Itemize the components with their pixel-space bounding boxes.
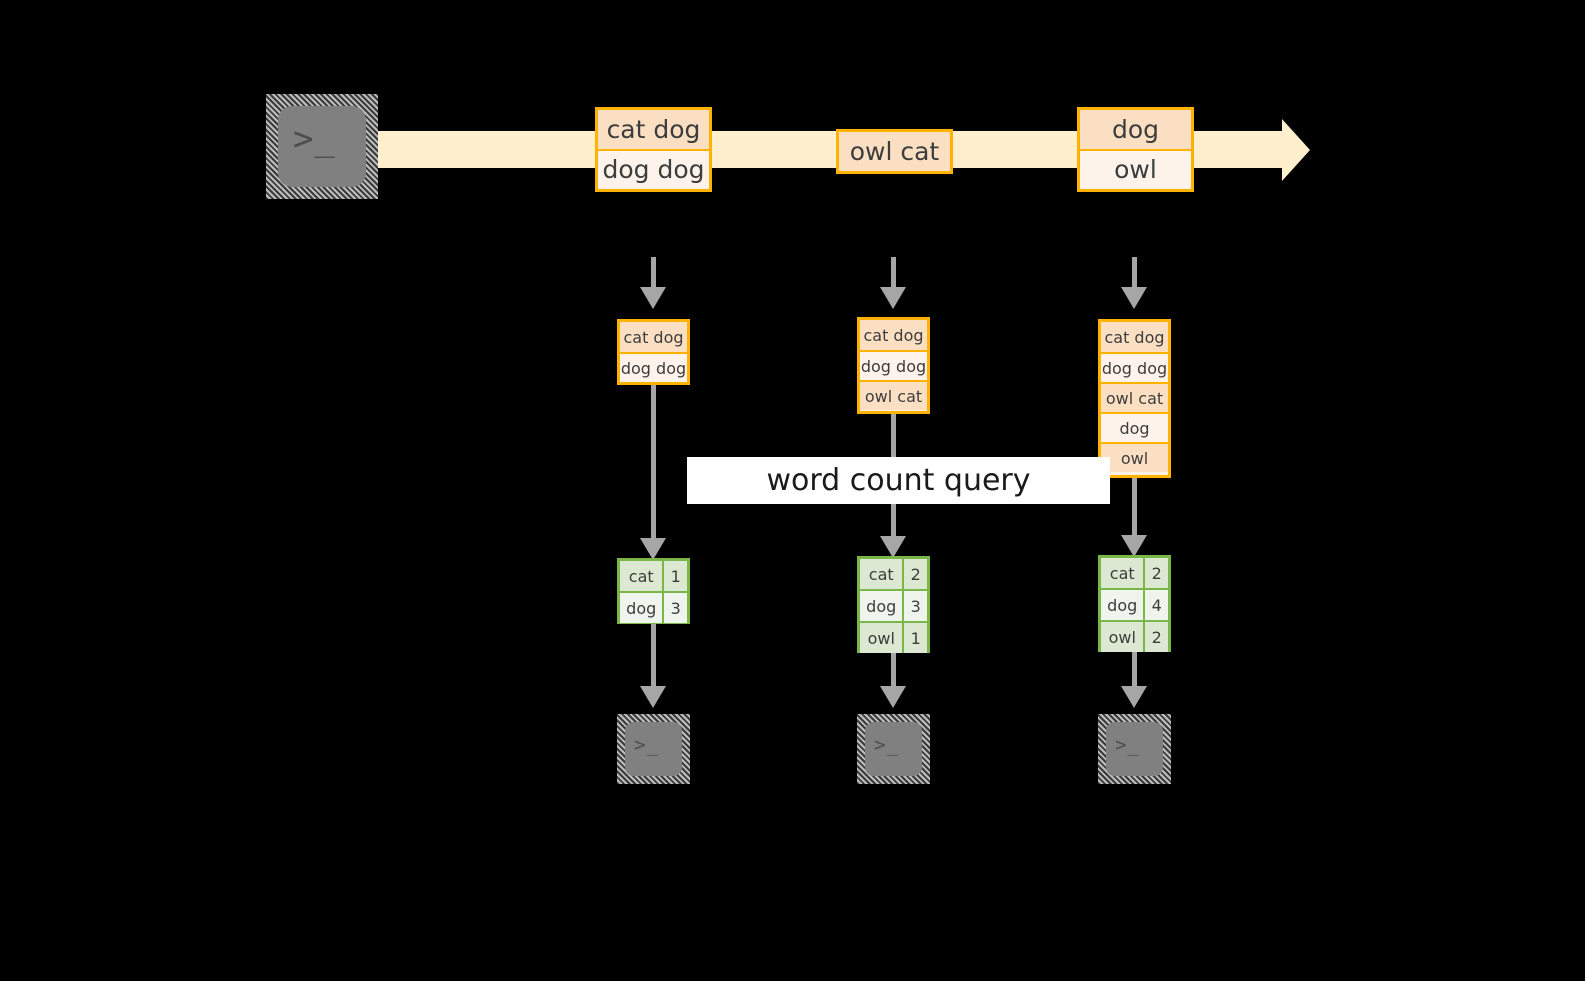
feed-dash-3 <box>1132 257 1137 289</box>
state-box-3[interactable]: cat dog dog dog owl cat dog owl <box>1098 319 1171 478</box>
query-arrowhead-1 <box>640 538 666 560</box>
state-line: dog <box>1101 412 1168 442</box>
feed-dash-1 <box>651 257 656 289</box>
terminal-prompt-glyph: >_ <box>292 119 336 160</box>
count-word: cat <box>1101 558 1144 588</box>
count-word: owl <box>860 623 903 653</box>
query-line-1 <box>651 385 656 545</box>
feed-arrowhead-2 <box>880 287 906 309</box>
sink-line-3 <box>1132 652 1137 694</box>
count-table-3[interactable]: cat 2 dog 4 owl 2 <box>1098 555 1171 652</box>
count-value: 4 <box>1143 590 1168 620</box>
state-line: cat dog <box>620 322 687 352</box>
event-line: cat dog <box>598 110 709 149</box>
count-value: 1 <box>902 623 927 653</box>
state-line: owl cat <box>1101 382 1168 412</box>
table-row: owl 2 <box>1101 620 1168 652</box>
table-row: dog 3 <box>860 589 927 621</box>
state-line: dog dog <box>620 352 687 382</box>
sink-arrowhead-2 <box>880 686 906 708</box>
source-terminal-icon: >_ <box>266 94 378 199</box>
stream-band-arrowhead <box>1282 119 1310 181</box>
state-line: owl cat <box>860 380 927 410</box>
count-value: 2 <box>1143 558 1168 588</box>
feed-dash-2 <box>891 257 896 289</box>
query-line-3 <box>1132 478 1137 544</box>
event-line: owl cat <box>839 132 950 171</box>
count-table-2[interactable]: cat 2 dog 3 owl 1 <box>857 556 930 653</box>
sink-arrowhead-3 <box>1121 686 1147 708</box>
count-value: 3 <box>902 591 927 621</box>
count-value: 3 <box>662 593 687 623</box>
stream-event-box-2[interactable]: owl cat <box>836 129 953 174</box>
terminal-screen: >_ <box>278 106 366 187</box>
sink-line-1 <box>651 624 656 694</box>
table-row: dog 4 <box>1101 588 1168 620</box>
feed-arrowhead-1 <box>640 287 666 309</box>
count-word: owl <box>1101 622 1144 652</box>
sink-arrowhead-1 <box>640 686 666 708</box>
count-word: dog <box>860 591 903 621</box>
state-line: dog dog <box>1101 352 1168 382</box>
terminal-screen: >_ <box>865 722 922 776</box>
terminal-prompt-glyph: >_ <box>874 734 899 757</box>
count-value: 2 <box>902 559 927 589</box>
event-line: dog <box>1080 110 1191 149</box>
stream-event-box-3[interactable]: dog owl <box>1077 107 1194 192</box>
feed-arrowhead-3 <box>1121 287 1147 309</box>
terminal-prompt-glyph: >_ <box>1115 734 1140 757</box>
count-value: 2 <box>1143 622 1168 652</box>
count-word: cat <box>620 561 663 591</box>
state-line: dog dog <box>860 350 927 380</box>
count-table-1[interactable]: cat 1 dog 3 <box>617 558 690 624</box>
terminal-prompt-glyph: >_ <box>634 734 659 757</box>
query-arrowhead-3 <box>1121 535 1147 557</box>
query-label-text: word count query <box>766 463 1031 498</box>
state-box-2[interactable]: cat dog dog dog owl cat <box>857 317 930 414</box>
query-arrowhead-2 <box>880 536 906 558</box>
count-value: 1 <box>662 561 687 591</box>
terminal-screen: >_ <box>625 722 682 776</box>
sink-terminal-icon-2: >_ <box>857 714 930 784</box>
event-line: dog dog <box>598 149 709 188</box>
table-row: cat 2 <box>860 559 927 589</box>
terminal-screen: >_ <box>1106 722 1163 776</box>
query-label-band: word count query <box>687 457 1110 504</box>
table-row: owl 1 <box>860 621 927 653</box>
sink-line-2 <box>891 653 896 694</box>
sink-terminal-icon-3: >_ <box>1098 714 1171 784</box>
table-row: cat 2 <box>1101 558 1168 588</box>
state-line: owl <box>1101 442 1168 472</box>
sink-terminal-icon-1: >_ <box>617 714 690 784</box>
stream-event-box-1[interactable]: cat dog dog dog <box>595 107 712 192</box>
table-row: dog 3 <box>620 591 687 623</box>
count-word: cat <box>860 559 903 589</box>
count-word: dog <box>1101 590 1144 620</box>
table-row: cat 1 <box>620 561 687 591</box>
count-word: dog <box>620 593 663 623</box>
event-line: owl <box>1080 149 1191 188</box>
state-line: cat dog <box>860 320 927 350</box>
state-box-1[interactable]: cat dog dog dog <box>617 319 690 385</box>
state-line: cat dog <box>1101 322 1168 352</box>
